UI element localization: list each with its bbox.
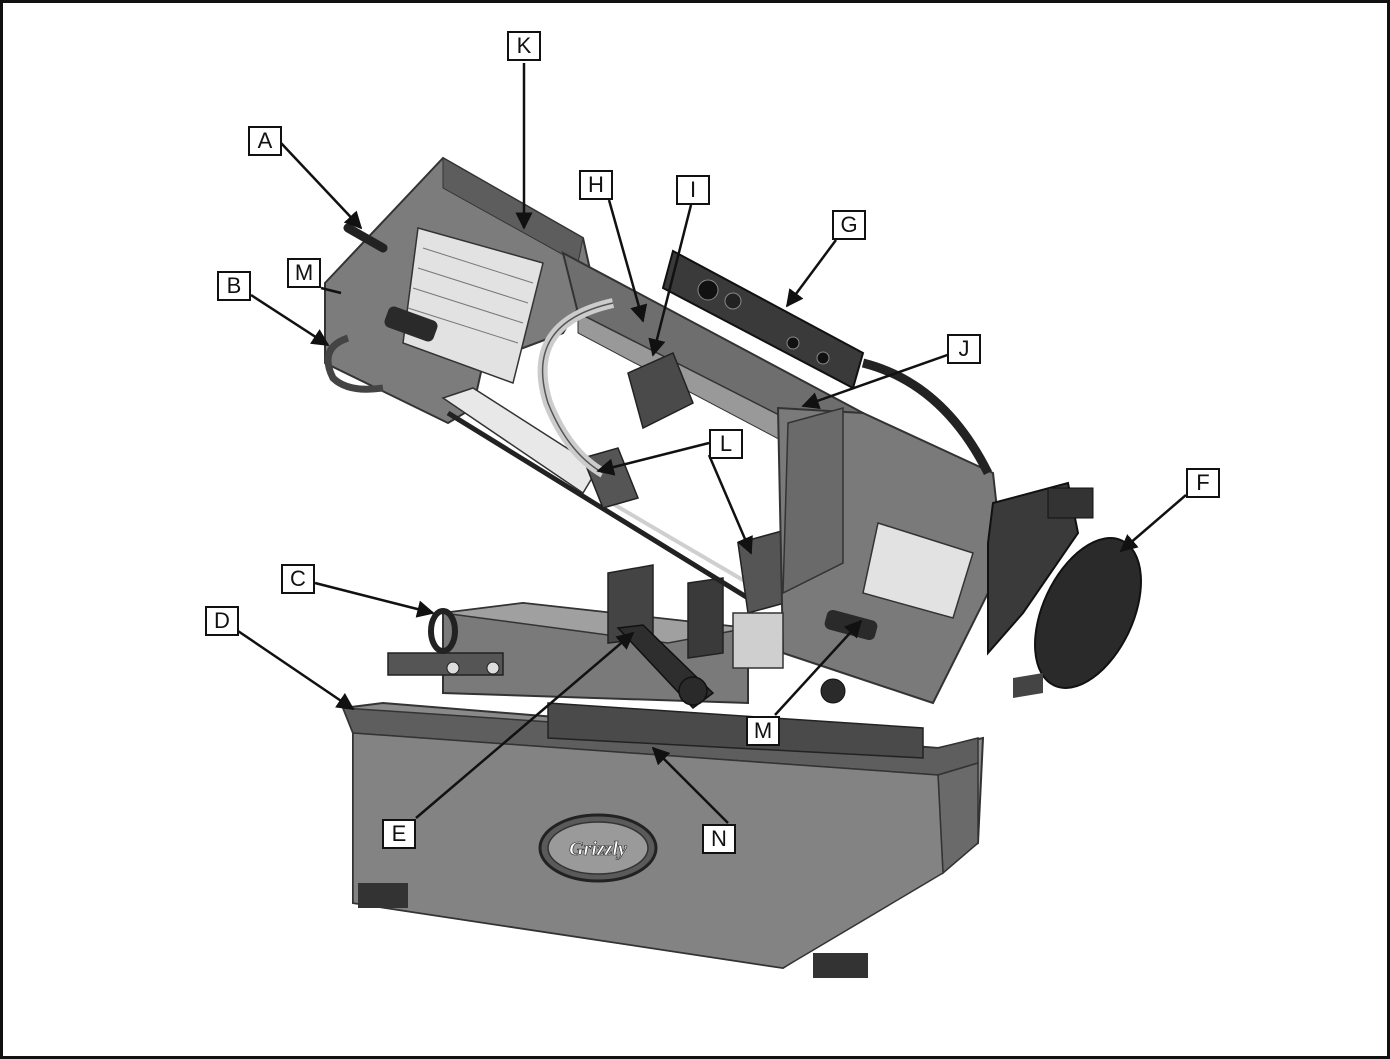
badge-text: Grizzly xyxy=(569,838,627,860)
work-table xyxy=(387,564,924,759)
callout-b: B xyxy=(217,271,251,301)
callout-e: E xyxy=(382,819,416,849)
callout-m-top: M xyxy=(287,258,321,288)
leader-lines xyxy=(237,63,1187,824)
callout-m-bottom: M xyxy=(746,716,780,746)
bandsaw-illustration: Grizzly xyxy=(237,63,1187,978)
callout-d: D xyxy=(205,606,239,636)
callout-i: I xyxy=(676,175,710,205)
callout-c: C xyxy=(281,564,315,594)
callout-k: K xyxy=(507,31,541,61)
callout-n: N xyxy=(702,824,736,854)
base-cabinet xyxy=(341,701,985,978)
callout-f: F xyxy=(1186,468,1220,498)
callout-j: J xyxy=(947,334,981,364)
callout-g: G xyxy=(832,210,866,240)
callout-h: H xyxy=(579,170,613,200)
callout-l: L xyxy=(709,429,743,459)
motor xyxy=(861,358,1142,698)
callout-a: A xyxy=(248,126,282,156)
grizzly-badge: Grizzly xyxy=(538,813,658,883)
